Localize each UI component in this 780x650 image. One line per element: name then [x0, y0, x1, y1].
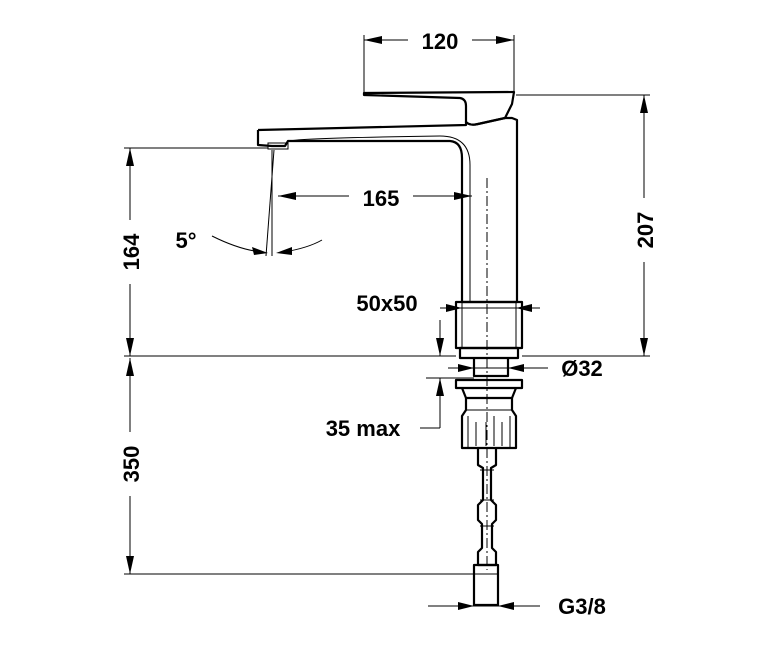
dim-shank-diameter: Ø32 — [448, 356, 603, 381]
fixing-washer — [454, 378, 524, 390]
dim-spout-height: 164 — [117, 147, 268, 356]
base-flange — [458, 346, 520, 360]
dim-label-120: 120 — [422, 29, 459, 54]
dim-label-d32: Ø32 — [561, 356, 603, 381]
dim-total-height: 207 — [516, 94, 658, 357]
base-block — [454, 300, 524, 350]
lever-handle — [362, 90, 516, 126]
dim-spout-reach: 165 — [278, 184, 472, 211]
dim-label-35max: 35 max — [326, 416, 401, 441]
dim-label-50x50: 50x50 — [356, 291, 417, 316]
mounting-shank — [472, 358, 510, 378]
dim-handle-width: 120 — [363, 26, 515, 95]
dim-thread: G3/8 — [428, 594, 606, 619]
fixing-sleeve — [460, 398, 518, 450]
thread-connector — [472, 563, 500, 607]
dim-label-164: 164 — [119, 233, 144, 270]
dim-hose-length: 350 — [117, 358, 474, 575]
dim-label-165: 165 — [363, 186, 400, 211]
dim-label-207: 207 — [633, 212, 658, 249]
dim-label-350: 350 — [119, 446, 144, 483]
dim-max-thickness: 35 max — [124, 320, 474, 441]
dim-spout-angle: 5° — [175, 149, 323, 257]
dim-body-size: 50x50 — [356, 291, 540, 316]
spout-inner-curve — [289, 135, 471, 302]
aerator — [267, 142, 289, 150]
faucet-outline — [256, 90, 524, 607]
dim-label-g38: G3/8 — [558, 594, 606, 619]
dim-label-5deg: 5° — [175, 228, 196, 253]
